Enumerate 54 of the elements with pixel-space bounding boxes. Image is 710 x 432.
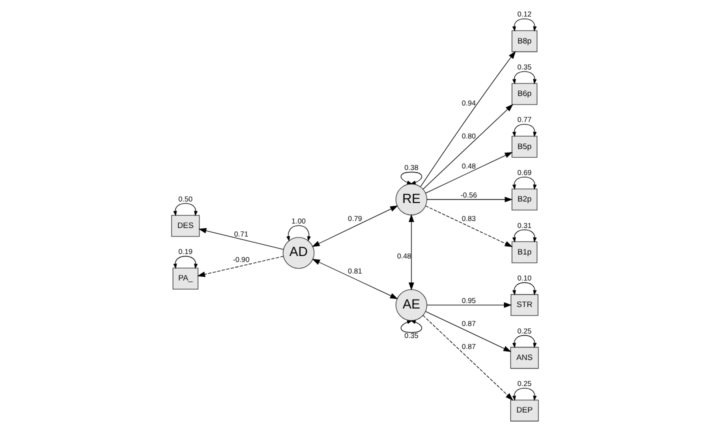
arrow [512, 335, 537, 348]
arrow [512, 124, 537, 138]
arrow [512, 282, 537, 296]
edge-label: 0.25 [517, 379, 532, 388]
arrow [312, 258, 398, 300]
edge-label: 0.48 [397, 251, 412, 260]
arrow [512, 388, 537, 401]
edge-label: 0.69 [517, 168, 532, 177]
arrow [425, 152, 513, 194]
edge-label: 0.12 [517, 10, 532, 19]
arrow [198, 228, 284, 250]
edge-label: 0.94 [462, 98, 476, 108]
arrow [197, 256, 284, 278]
arrow [400, 172, 422, 184]
edge-label: 0.10 [517, 274, 532, 283]
edge-label: 0.71 [234, 229, 248, 238]
edge-label: 0.35 [517, 62, 532, 72]
arrow [286, 225, 311, 242]
arrow [420, 50, 516, 188]
arrow [512, 176, 537, 190]
edge-label: 0.35 [404, 331, 418, 340]
edge-label: 0.31 [517, 220, 532, 230]
edge-label: 0.87 [462, 342, 476, 352]
arrow [173, 256, 198, 270]
node-circle: AE [396, 289, 428, 321]
arrow [426, 196, 513, 202]
arrow [422, 104, 514, 190]
edge-label: 0.81 [348, 266, 362, 276]
edge-label: 0.87 [462, 319, 476, 328]
edge-label: 0.80 [462, 132, 476, 141]
edge-label: 0.83 [462, 214, 476, 224]
edge-label: 0.77 [517, 115, 532, 124]
edge-label: 1.00 [292, 216, 306, 226]
edge-label: 0.48 [462, 161, 476, 170]
arrow [312, 206, 398, 247]
node-circle: RE [396, 184, 428, 216]
arrow [512, 230, 537, 243]
arrow [425, 311, 512, 352]
edge-label: 0.25 [517, 326, 532, 336]
edge-label: -0.90 [232, 255, 250, 264]
arrow [408, 214, 414, 290]
edge-label: 0.79 [348, 214, 362, 224]
arrow [512, 18, 537, 32]
edge-label: 0.19 [178, 247, 193, 256]
arrow [425, 206, 513, 248]
edge-label: -0.56 [460, 190, 478, 200]
arrow [173, 203, 198, 216]
arrow [512, 71, 537, 84]
arrow [422, 315, 514, 401]
edge-label: 0.38 [404, 163, 418, 172]
arrow [400, 320, 422, 333]
edge-label: 0.95 [462, 296, 476, 305]
edge-label: 0.50 [178, 194, 193, 204]
arrow [426, 302, 512, 308]
